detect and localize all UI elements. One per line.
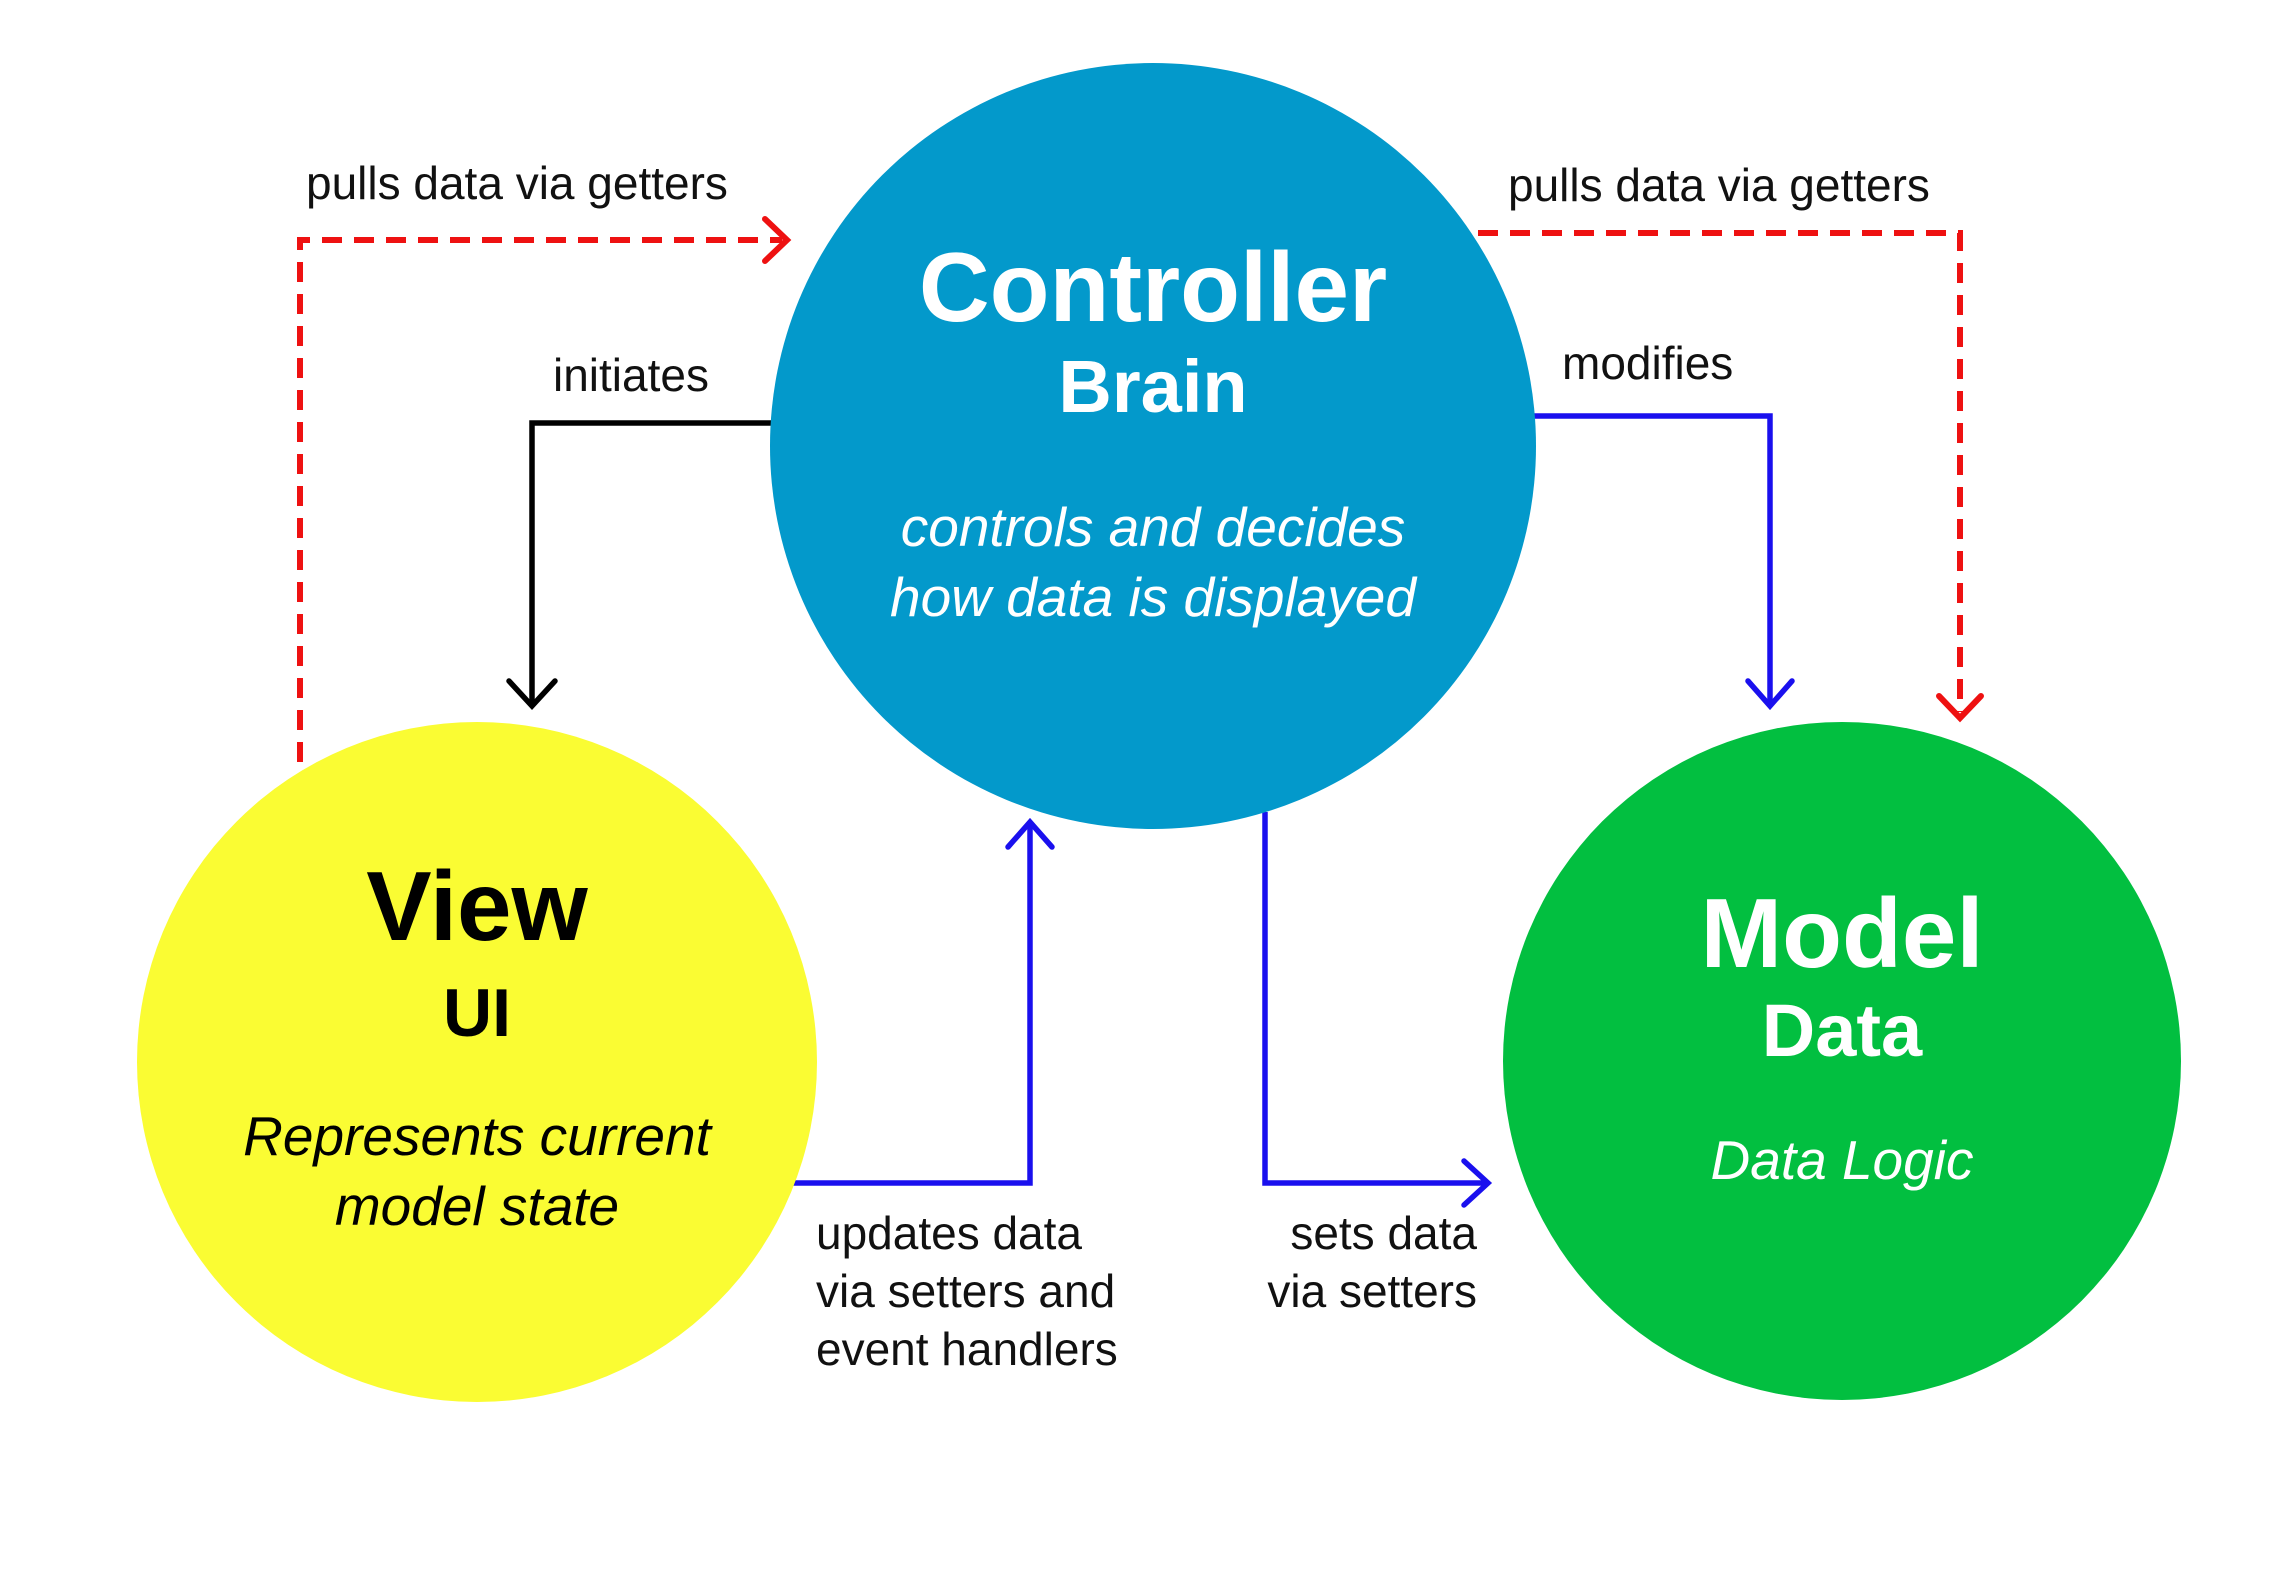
model-pulls-arrow bbox=[1478, 230, 1984, 723]
controller-title: Controller bbox=[918, 232, 1388, 342]
model-description: Data Logic bbox=[1710, 1129, 1974, 1191]
model-subtitle: Data bbox=[1761, 989, 1923, 1072]
view-pulls-label: pulls data via getters bbox=[306, 157, 728, 209]
model-pulls-label: pulls data via getters bbox=[1508, 159, 1930, 211]
view-pulls-arrow bbox=[297, 216, 792, 762]
sets-arrow bbox=[1262, 812, 1493, 1208]
sets-label: sets data via setters bbox=[1267, 1207, 1477, 1317]
view-title: View bbox=[366, 851, 588, 961]
updates-arrow bbox=[790, 817, 1055, 1186]
initiates-arrow bbox=[506, 420, 772, 711]
modifies-arrow bbox=[1534, 413, 1795, 711]
controller-description: controls and decides how data is display… bbox=[890, 496, 1416, 628]
controller-subtitle: Brain bbox=[1058, 345, 1248, 428]
view-description: Represents current model state bbox=[243, 1105, 711, 1237]
updates-label: updates data via setters and event handl… bbox=[816, 1207, 1118, 1375]
view-node: View UI Represents current model state bbox=[137, 722, 817, 1402]
model-title: Model bbox=[1700, 878, 1984, 988]
modifies-label: modifies bbox=[1562, 337, 1734, 389]
initiates-label: initiates bbox=[553, 349, 709, 401]
controller-node: Controller Brain controls and decides ho… bbox=[770, 63, 1536, 829]
model-node: Model Data Data Logic bbox=[1503, 722, 2181, 1400]
view-subtitle: UI bbox=[443, 975, 511, 1051]
